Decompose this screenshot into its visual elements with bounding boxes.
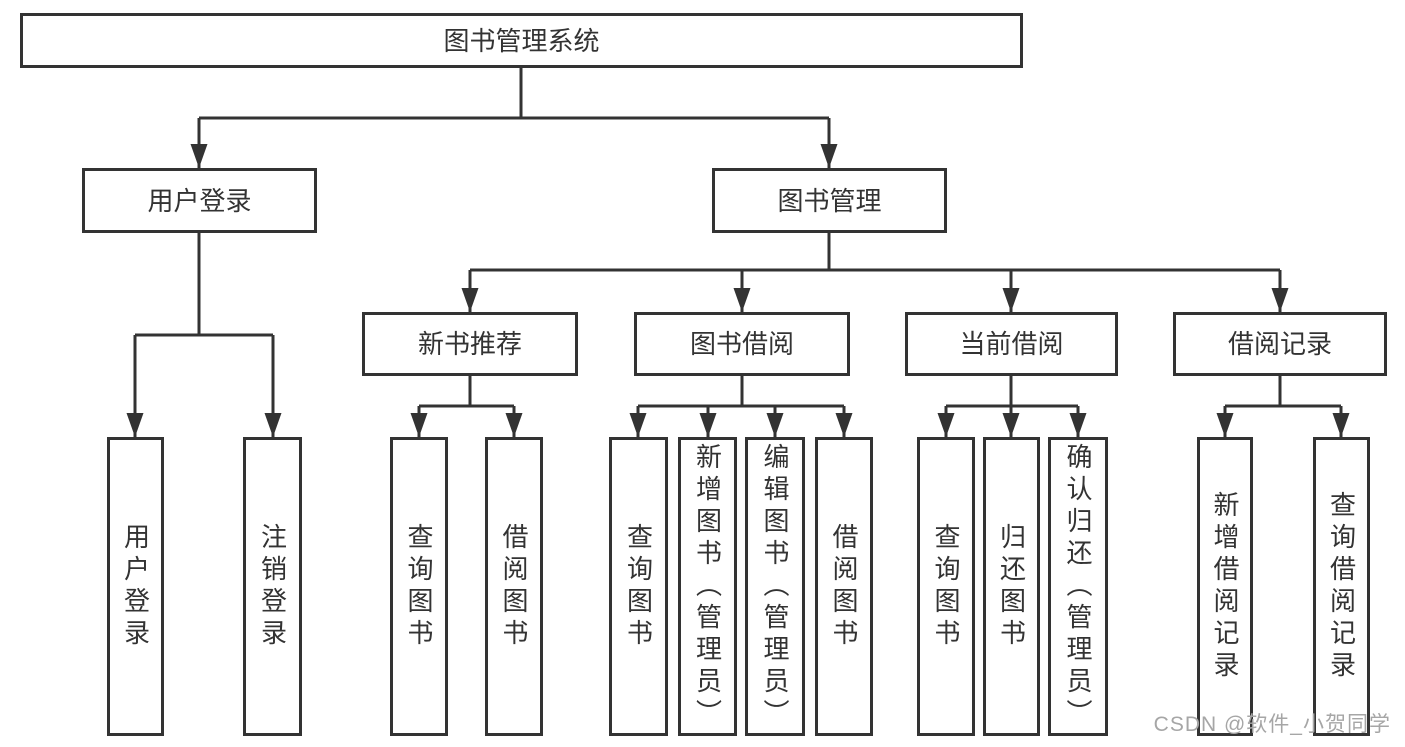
- connector-new-book-group: [410, 376, 523, 437]
- connector-user-login-group: [126, 233, 282, 437]
- connector-current-borrow-group: [937, 376, 1087, 437]
- leaf-add-books-admin: 新增图书（管理员）: [678, 437, 737, 736]
- leaf-return-books: 归还图书: [983, 437, 1040, 736]
- node-user-login: 用户登录: [82, 168, 317, 233]
- connector-borrow-records-group: [1216, 376, 1350, 437]
- leaf-logout: 注销登录: [243, 437, 302, 736]
- node-new-book-recommend: 新书推荐: [362, 312, 578, 376]
- leaf-edit-books-admin: 编辑图书（管理员）: [745, 437, 805, 736]
- node-borrow-records: 借阅记录: [1173, 312, 1387, 376]
- leaf-add-borrow-record: 新增借阅记录: [1197, 437, 1253, 736]
- node-book-management: 图书管理: [712, 168, 947, 233]
- leaf-query-books: 查询图书: [609, 437, 668, 736]
- leaf-user-login: 用户登录: [107, 437, 164, 736]
- leaf-query-borrow-record: 查询借阅记录: [1313, 437, 1370, 736]
- csdn-watermark: CSDN @软件_小贺同学: [1153, 713, 1391, 736]
- connector-book-borrow-group: [629, 376, 853, 437]
- node-book-management-system: 图书管理系统: [20, 13, 1023, 68]
- leaf-confirm-return-admin: 确认归还（管理员）: [1048, 437, 1108, 736]
- leaf-query-books: 查询图书: [917, 437, 975, 736]
- node-book-borrow: 图书借阅: [634, 312, 850, 376]
- node-current-borrow: 当前借阅: [905, 312, 1118, 376]
- connector-book-mgmt-group: [461, 233, 1289, 312]
- connector-root-to-level2: [190, 68, 838, 168]
- leaf-borrow-books: 借阅图书: [485, 437, 543, 736]
- leaf-borrow-books: 借阅图书: [815, 437, 873, 736]
- leaf-query-books: 查询图书: [390, 437, 448, 736]
